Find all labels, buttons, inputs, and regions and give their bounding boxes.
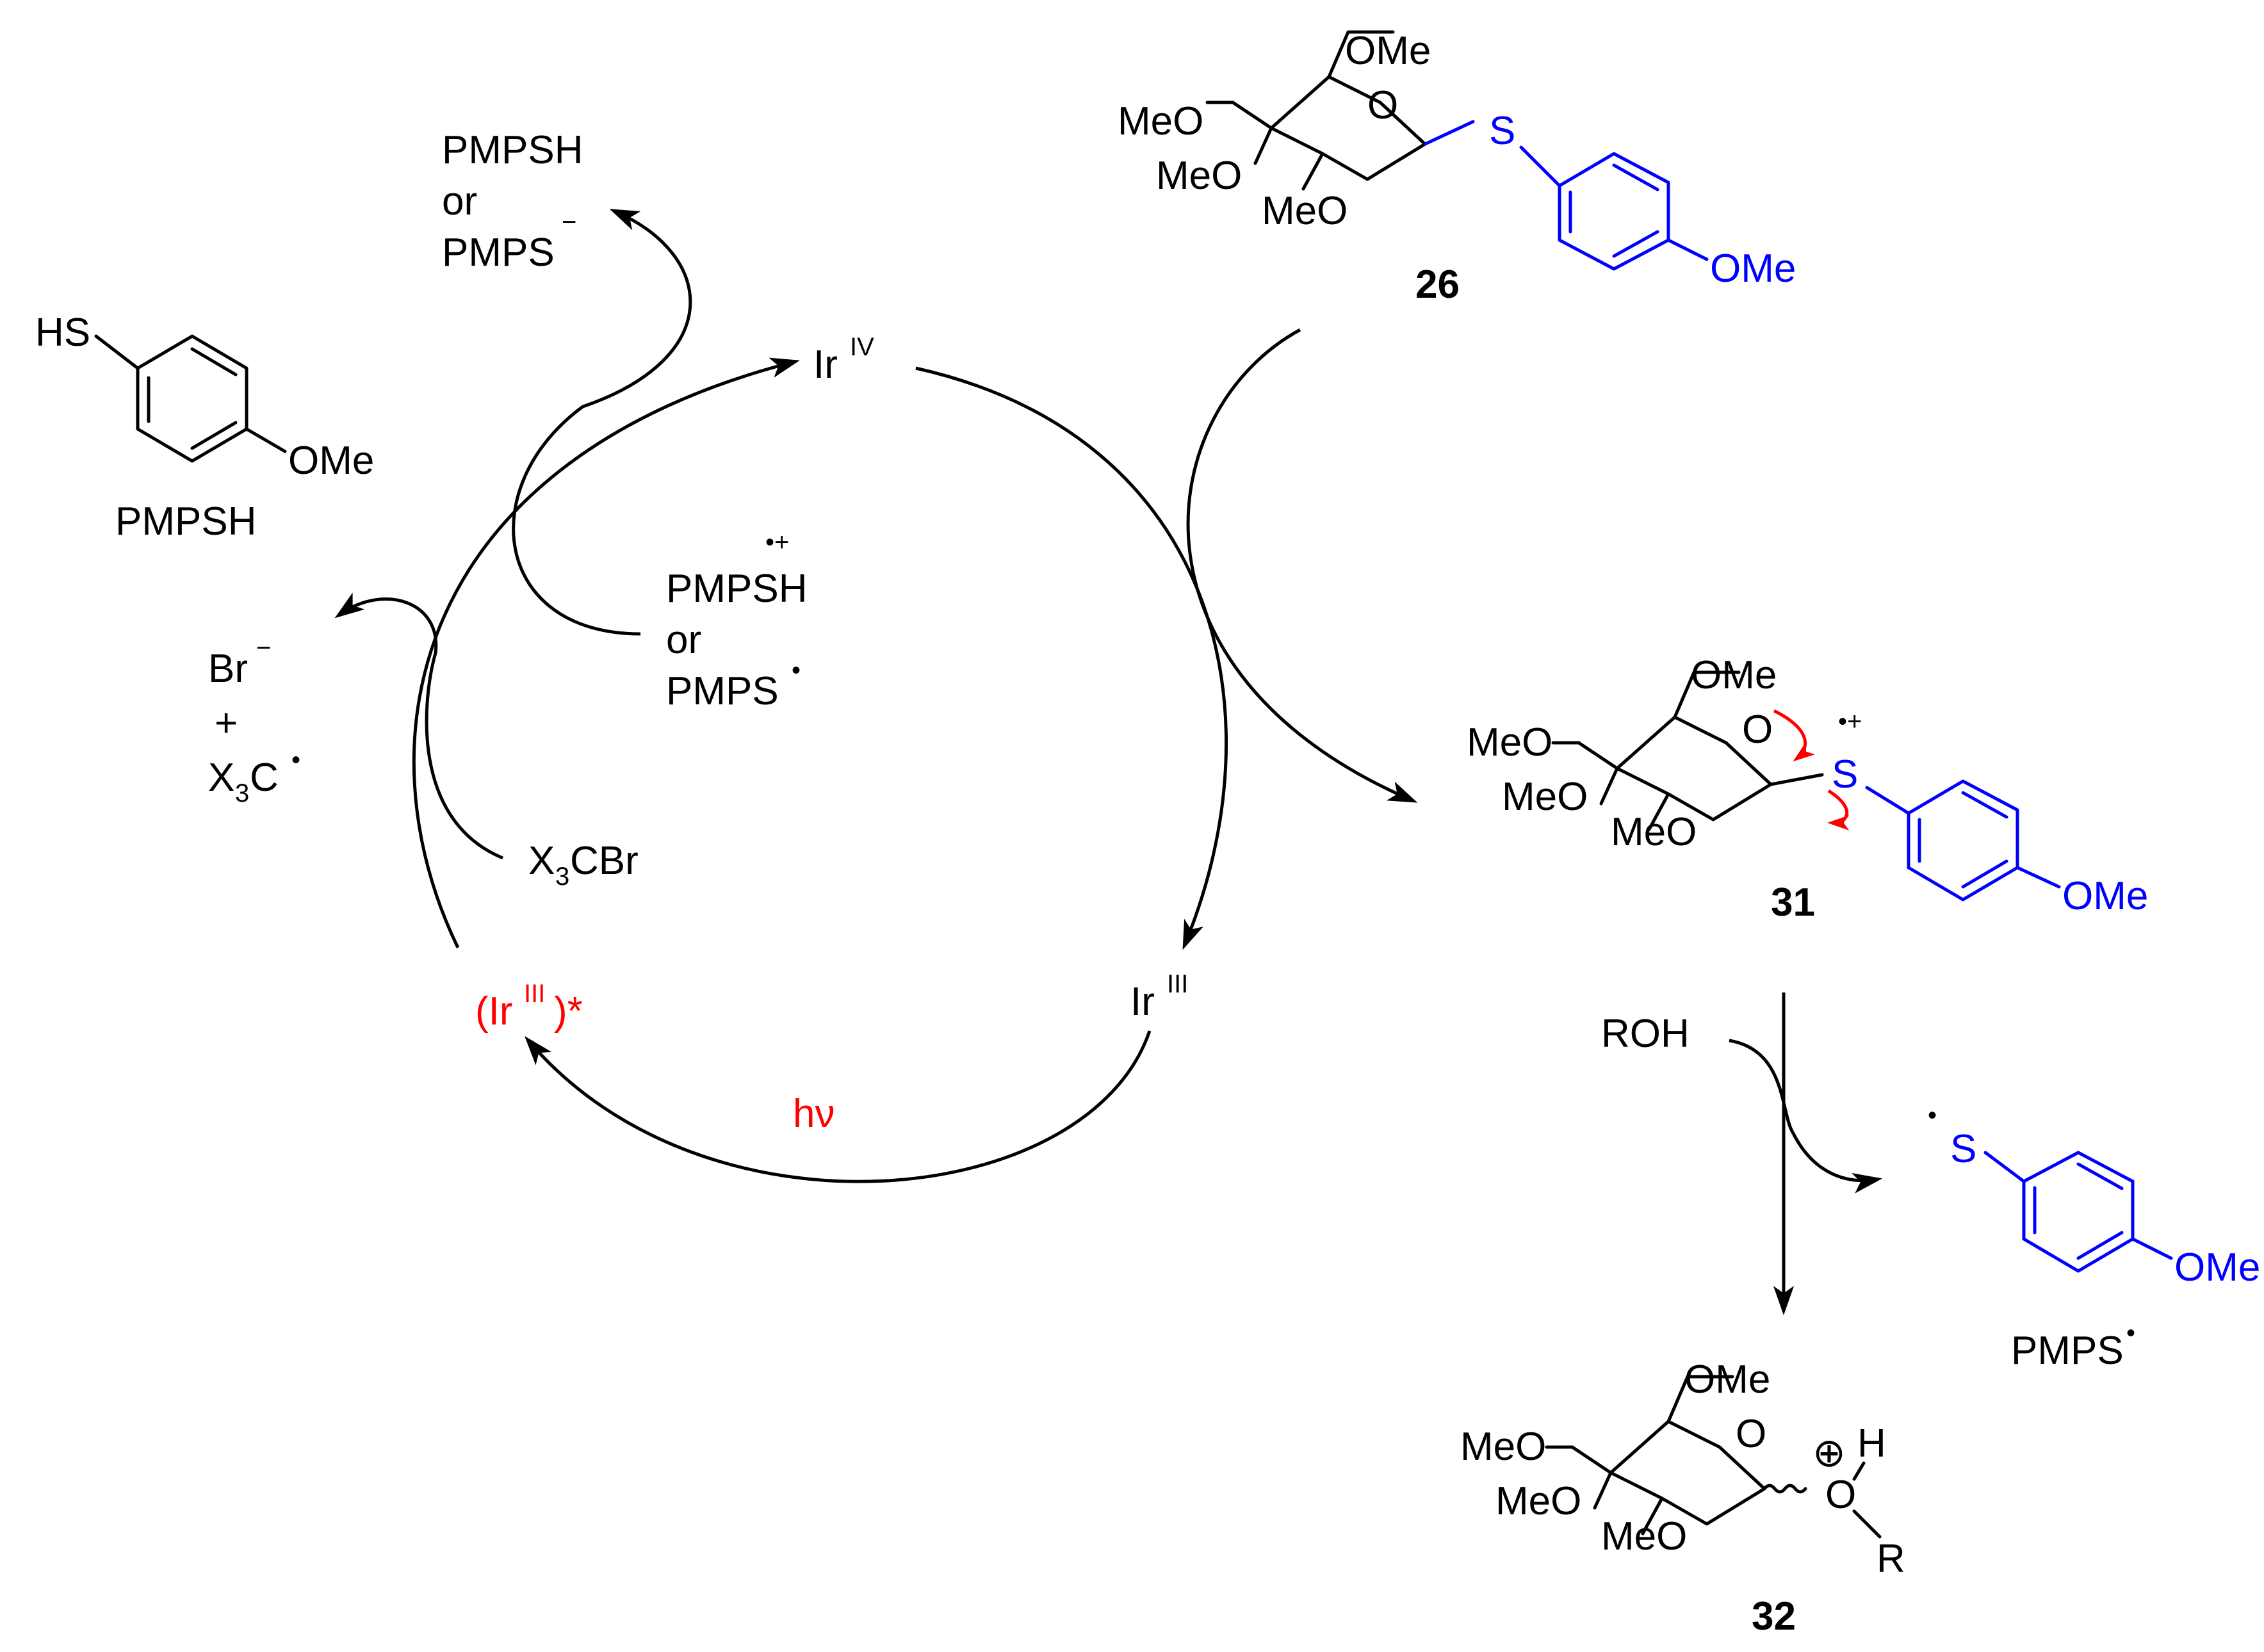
c32-plus: ⊕ bbox=[1812, 1431, 1846, 1475]
bromide-products-label: Br − + X 3 C • bbox=[208, 634, 300, 807]
ir-excited-close: )* bbox=[554, 989, 583, 1033]
c32-id: 32 bbox=[1752, 1594, 1796, 1639]
compound-32: OMe MeO MeO MeO O ⊕ H O R 32 bbox=[1460, 1357, 1905, 1639]
ir-excited-label: (Ir III )* bbox=[475, 980, 583, 1033]
pmpsh-top-line1: PMPSH bbox=[442, 128, 583, 172]
bromide-x: X bbox=[208, 756, 234, 800]
c32-o: O bbox=[1825, 1473, 1856, 1517]
arc-26-to-31 bbox=[1186, 328, 1418, 803]
c31-ome6: OMe bbox=[1691, 653, 1777, 697]
c31-ome4: MeO bbox=[1467, 720, 1552, 765]
pmpsh-top-line3: PMPS bbox=[442, 231, 555, 275]
pmps-radical-dot: • bbox=[1928, 1101, 1937, 1130]
bromide-x-sub: 3 bbox=[235, 779, 249, 807]
c26-ring-o: O bbox=[1367, 83, 1398, 127]
cycle-arc-iriv-to-iriii bbox=[915, 366, 1228, 950]
pmpsh-top-line2: or bbox=[442, 179, 477, 223]
ir-iii-base: Ir bbox=[1130, 980, 1155, 1024]
c26-ome2: MeO bbox=[1262, 189, 1348, 233]
pmpsh-thiol: HS bbox=[35, 311, 90, 355]
radical-cation-line1: PMPSH bbox=[666, 567, 807, 611]
bromide-plus: + bbox=[215, 701, 238, 745]
x3cbr-x: X bbox=[528, 839, 555, 883]
c32-ome6: OMe bbox=[1684, 1357, 1770, 1402]
radical-cation-charge: •+ bbox=[765, 528, 789, 556]
pmps-radical-name: PMPS bbox=[2011, 1329, 2124, 1373]
c32-r: R bbox=[1877, 1537, 1905, 1581]
bromide-charge: − bbox=[256, 634, 271, 662]
c26-ome4: MeO bbox=[1118, 99, 1203, 143]
pmpsh-radical-cation-label: •+ PMPSH or PMPS • bbox=[666, 528, 807, 713]
compound-26: OMe MeO MeO MeO O S OMe 26 bbox=[1118, 29, 1796, 307]
c31-ring-o: O bbox=[1742, 708, 1773, 752]
c26-ome6: OMe bbox=[1345, 29, 1431, 73]
bromide-c: C bbox=[250, 756, 279, 800]
c26-s: S bbox=[1489, 109, 1515, 153]
x3cbr-label: X 3 CBr bbox=[528, 839, 639, 891]
pmpsh-ome: OMe bbox=[288, 439, 374, 483]
bromide-br: Br bbox=[208, 647, 248, 691]
c31-s-charge: •+ bbox=[1838, 708, 1862, 736]
c31-ome3: MeO bbox=[1502, 775, 1588, 819]
compound-31: OMe MeO MeO MeO O S •+ OMe 31 bbox=[1467, 653, 2148, 925]
c31-id: 31 bbox=[1771, 880, 1815, 925]
c32-h: H bbox=[1857, 1421, 1886, 1466]
pmpsh-name: PMPSH bbox=[115, 499, 256, 544]
cycle-arc-excited-to-iriv bbox=[412, 357, 800, 949]
ir-iv-label: Ir IV bbox=[813, 333, 874, 387]
pmpsh-structure: HS OMe PMPSH bbox=[35, 311, 374, 544]
c26-id: 26 bbox=[1415, 263, 1460, 307]
pmps-radical: • S OMe PMPS • bbox=[1928, 1101, 2260, 1373]
pmps-radical-s: S bbox=[1950, 1127, 1976, 1171]
radical-cation-line2: or bbox=[666, 618, 701, 662]
ir-iii-label: Ir III bbox=[1130, 970, 1188, 1024]
bromide-c-dot: • bbox=[291, 746, 300, 774]
radical-cation-line3: PMPS bbox=[666, 669, 779, 713]
c32-ome4: MeO bbox=[1460, 1425, 1546, 1469]
arc-roh-to-pmps bbox=[1729, 1039, 1883, 1194]
roh-label: ROH bbox=[1601, 1012, 1690, 1056]
ir-iv-base: Ir bbox=[813, 343, 838, 387]
ir-excited-open: (Ir bbox=[475, 989, 513, 1033]
catalytic-cycle bbox=[334, 209, 1418, 1183]
radical-cation-dot: • bbox=[792, 656, 801, 684]
pmpsh-product-label: PMPSH or PMPS − bbox=[442, 128, 583, 275]
x3cbr-sub: 3 bbox=[555, 862, 569, 891]
pmps-radical-name-dot: • bbox=[2126, 1319, 2135, 1347]
cycle-arc-iriii-to-excited bbox=[525, 1030, 1152, 1183]
c32-ring-o: O bbox=[1736, 1412, 1766, 1456]
c26-ome3: MeO bbox=[1156, 154, 1242, 198]
x3cbr-rest: CBr bbox=[570, 839, 639, 883]
pmpsh-top-charge: − bbox=[562, 208, 576, 236]
arc-x3cbr-to-bromide bbox=[334, 592, 503, 860]
ir-iii-ox: III bbox=[1167, 970, 1188, 998]
ir-excited-ox: III bbox=[524, 980, 545, 1008]
light-label: hν bbox=[793, 1092, 835, 1136]
pmps-radical-ome: OMe bbox=[2174, 1245, 2260, 1290]
c31-aryl-ome: OMe bbox=[2062, 874, 2148, 918]
c31-s: S bbox=[1832, 752, 1858, 797]
c32-ome3: MeO bbox=[1495, 1479, 1581, 1523]
arc-pmpsh-out bbox=[512, 209, 692, 636]
c31-ome2: MeO bbox=[1611, 810, 1697, 854]
c26-aryl-ome: OMe bbox=[1710, 247, 1796, 291]
c32-ome2: MeO bbox=[1601, 1514, 1687, 1559]
ir-iv-ox: IV bbox=[850, 333, 874, 361]
